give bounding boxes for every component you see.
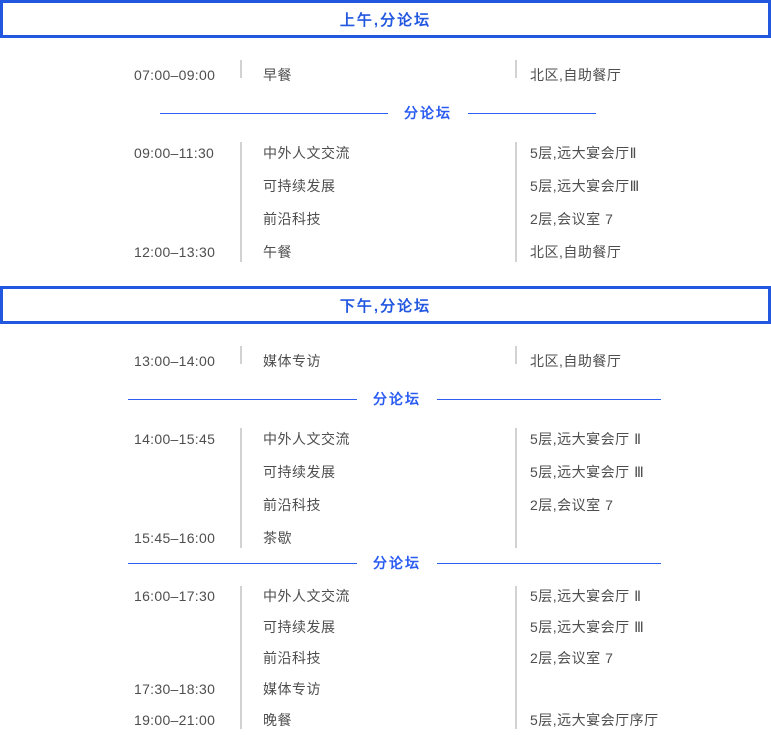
schedule-row: 17:30–18:30 媒体专访 [0,673,771,704]
row-time: 16:00–17:30 [134,587,216,604]
schedule-row: 19:00–21:00 晚餐 5层,远大宴会厅序厅 [0,704,771,735]
row-group-morning-forums: 09:00–11:30 中外人文交流 5层,远大宴会厅Ⅱ 可持续发展 5层,远大… [0,136,771,268]
row-event: 前沿科技 [263,496,321,513]
row-group-afternoon-forums-2: 16:00–17:30 中外人文交流 5层,远大宴会厅 Ⅱ 可持续发展 5层,远… [0,580,771,735]
row-event: 早餐 [263,66,292,83]
section-title-afternoon: 下午,分论坛 [339,297,432,315]
column-separator [240,142,242,262]
forum-divider: 分论坛 [0,102,771,124]
column-separator [240,586,242,729]
row-location: 5层,远大宴会厅 Ⅲ [530,618,645,635]
row-time: 19:00–21:00 [134,711,216,728]
schedule-row: 可持续发展 5层,远大宴会厅 Ⅲ [0,611,771,642]
divider-line-left [128,398,357,400]
schedule-row: 可持续发展 5层,远大宴会厅 Ⅲ [0,455,771,488]
row-time: 13:00–14:00 [134,352,216,369]
row-time: 09:00–11:30 [134,144,215,161]
row-event: 中外人文交流 [263,144,350,161]
row-location: 2层,会议室 7 [530,210,614,227]
schedule-row: 14:00–15:45 中外人文交流 5层,远大宴会厅 Ⅱ [0,422,771,455]
schedule-row: 09:00–11:30 中外人文交流 5层,远大宴会厅Ⅱ [0,136,771,169]
row-event: 晚餐 [263,711,292,728]
divider-line-left [160,112,388,114]
divider-label: 分论坛 [404,105,452,121]
schedule-row: 12:00–13:30 午餐 北区,自助餐厅 [0,235,771,268]
row-location: 5层,远大宴会厅 Ⅱ [530,587,642,604]
row-event: 前沿科技 [263,649,321,666]
section-morning: 上午,分论坛 07:00–09:00 早餐 北区,自助餐厅 分论坛 09:00–… [0,0,771,268]
row-event: 前沿科技 [263,210,321,227]
divider-label: 分论坛 [373,555,421,571]
column-separator [515,428,517,548]
divider-line-right [437,562,661,564]
row-location: 北区,自助餐厅 [530,243,622,260]
schedule-row: 07:00–09:00 早餐 北区,自助餐厅 [0,58,771,91]
row-time: 14:00–15:45 [134,430,216,447]
column-separator [515,60,517,78]
column-separator [240,346,242,364]
row-location: 5层,远大宴会厅 Ⅱ [530,430,642,447]
row-location: 5层,远大宴会厅 Ⅲ [530,463,645,480]
row-time: 07:00–09:00 [134,66,216,83]
row-location: 5层,远大宴会厅序厅 [530,711,659,728]
schedule-row: 13:00–14:00 媒体专访 北区,自助餐厅 [0,344,771,377]
row-group-media: 13:00–14:00 媒体专访 北区,自助餐厅 [0,344,771,369]
row-time: 17:30–18:30 [134,680,216,697]
column-separator [240,428,242,548]
row-event: 可持续发展 [263,618,336,635]
row-event: 中外人文交流 [263,430,350,447]
row-location: 北区,自助餐厅 [530,352,622,369]
schedule-row: 16:00–17:30 中外人文交流 5层,远大宴会厅 Ⅱ [0,580,771,611]
row-time: 12:00–13:30 [134,243,216,260]
row-location: 北区,自助餐厅 [530,66,622,83]
schedule-row: 可持续发展 5层,远大宴会厅Ⅲ [0,169,771,202]
row-event: 可持续发展 [263,463,336,480]
schedule-row: 前沿科技 2层,会议室 7 [0,202,771,235]
column-separator [240,60,242,78]
row-time: 15:45–16:00 [134,529,216,546]
row-location: 2层,会议室 7 [530,649,614,666]
divider-label: 分论坛 [373,391,421,407]
section-header-afternoon: 下午,分论坛 [0,286,771,324]
column-separator [515,142,517,262]
section-afternoon: 下午,分论坛 13:00–14:00 媒体专访 北区,自助餐厅 分论坛 14:0… [0,286,771,735]
row-event: 茶歇 [263,529,292,546]
divider-line-right [437,398,661,400]
forum-divider: 分论坛 [0,552,771,574]
row-group-breakfast: 07:00–09:00 早餐 北区,自助餐厅 [0,58,771,83]
section-title-morning: 上午,分论坛 [339,11,432,29]
section-header-morning: 上午,分论坛 [0,0,771,38]
schedule-row: 15:45–16:00 茶歇 [0,521,771,554]
row-event: 午餐 [263,243,292,260]
row-location: 5层,远大宴会厅Ⅱ [530,144,638,161]
divider-line-right [468,112,596,114]
schedule-row: 前沿科技 2层,会议室 7 [0,488,771,521]
row-location: 2层,会议室 7 [530,496,614,513]
row-group-afternoon-forums-1: 14:00–15:45 中外人文交流 5层,远大宴会厅 Ⅱ 可持续发展 5层,远… [0,422,771,554]
row-event: 中外人文交流 [263,587,350,604]
row-location: 5层,远大宴会厅Ⅲ [530,177,640,194]
row-event: 媒体专访 [263,352,321,369]
column-separator [515,346,517,364]
row-event: 媒体专访 [263,680,321,697]
schedule-row: 前沿科技 2层,会议室 7 [0,642,771,673]
divider-line-left [128,562,357,564]
forum-divider: 分论坛 [0,388,771,410]
row-event: 可持续发展 [263,177,336,194]
column-separator [515,586,517,729]
